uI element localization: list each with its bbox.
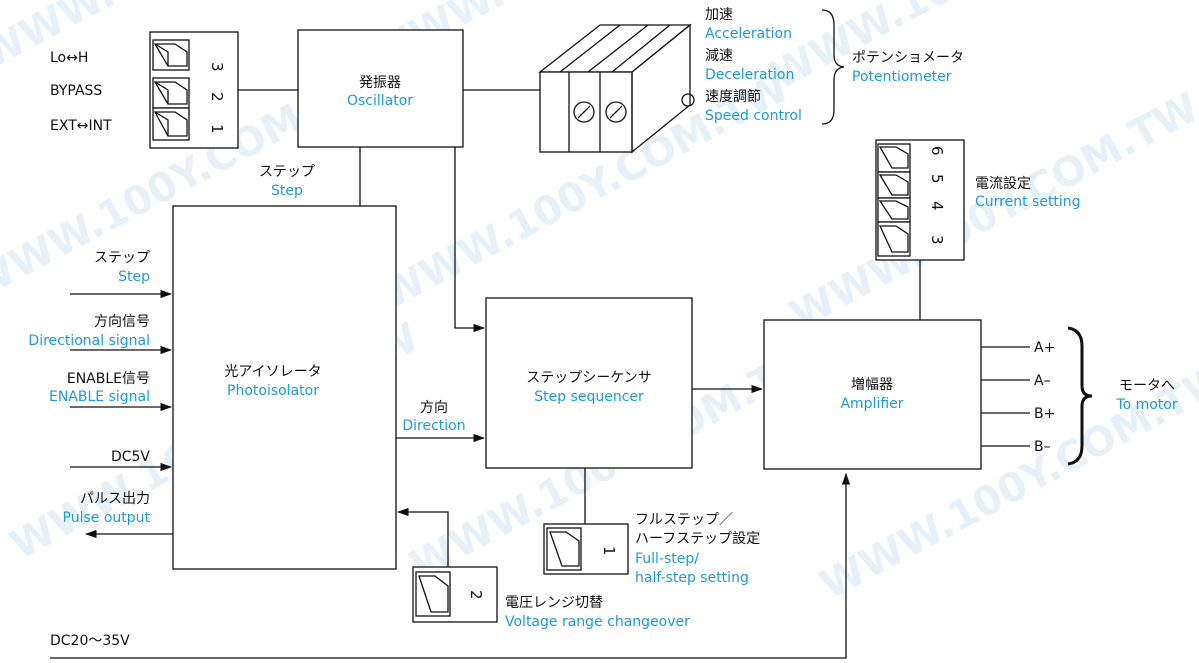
- input-step-en: Step: [118, 269, 150, 285]
- direction-label-en: Direction: [402, 418, 465, 434]
- watermark: WWW.100Y.COM.TW: [783, 85, 1199, 339]
- step-label-en: Step: [271, 183, 303, 199]
- current-switch-number: 4: [928, 201, 946, 211]
- photoisolator-label-en: Photoisolator: [227, 383, 319, 399]
- input-direction-en: Directional signal: [28, 333, 150, 349]
- sequencer-label-jp: ステップシーケンサ: [526, 370, 652, 386]
- switch-toggle: [152, 77, 190, 109]
- fullstep-switch-number: 1: [600, 546, 618, 556]
- input-step-jp: ステップ: [94, 250, 150, 266]
- switch-toggle: [152, 39, 190, 71]
- switch-number: 1: [208, 124, 226, 134]
- input-enable-jp: ENABLE信号: [67, 371, 150, 387]
- pulse-output-en: Pulse output: [63, 510, 151, 526]
- current-switch-number: 5: [928, 174, 946, 184]
- switch-label-ext-int: EXT↔INT: [50, 118, 112, 134]
- current-label-en: Current setting: [975, 194, 1081, 210]
- input-direction-jp: 方向信号: [94, 314, 150, 330]
- current-label-jp: 電流設定: [975, 176, 1031, 192]
- output-brace: [1067, 326, 1093, 466]
- speed-label-en: Speed control: [705, 108, 802, 124]
- switch-number: 2: [208, 92, 226, 102]
- output-b-plus: B+: [1034, 406, 1055, 422]
- voltage-label-en: Voltage range changeover: [505, 614, 690, 630]
- output-a-plus: A+: [1034, 340, 1055, 356]
- input-dc5v: DC5V: [111, 449, 150, 465]
- step-label-jp: ステップ: [259, 164, 315, 180]
- fullstep-label-en-2: half-step setting: [635, 570, 749, 586]
- potentiometer-brace: [821, 9, 845, 125]
- input-enable-en: ENABLE signal: [49, 389, 150, 405]
- potentiometer-block: [538, 23, 695, 154]
- fullstep-label-en-1: Full-step/: [635, 551, 699, 567]
- speed-label-jp: 速度調節: [705, 88, 761, 105]
- voltage-label-jp: 電圧レンジ切替: [505, 595, 603, 611]
- pulse-output-jp: パルス出力: [80, 491, 150, 507]
- accel-label-jp: 加速: [705, 7, 733, 23]
- photoisolator-label-jp: 光アイソレータ: [224, 364, 321, 380]
- decel-label-en: Deceleration: [705, 67, 794, 83]
- direction-label-jp: 方向: [420, 400, 448, 416]
- watermark: WWW.100Y.COM.TW: [763, 0, 1186, 99]
- switch-number: 3: [208, 62, 226, 72]
- output-b-minus: B–: [1034, 439, 1051, 455]
- switch-label-bypass: BYPASS: [50, 83, 102, 99]
- decel-label-jp: 減速: [705, 47, 733, 64]
- amplifier-block: [763, 319, 982, 470]
- amplifier-label-en: Amplifier: [840, 396, 903, 412]
- current-switch: 6 5 4 3: [875, 139, 965, 261]
- current-switch-number: 3: [928, 235, 946, 245]
- output-a-minus: A–: [1034, 373, 1051, 389]
- fullstep-switch: 1: [543, 523, 629, 575]
- amplifier-label-jp: 増幅器: [851, 377, 893, 393]
- to-motor-jp: モータへ: [1119, 378, 1175, 394]
- oscillator-block: [297, 29, 464, 148]
- switch-toggle: [152, 107, 190, 141]
- current-switch-number: 6: [928, 146, 946, 156]
- mode-switch: 3 2 1: [149, 31, 239, 149]
- oscillator-label-en: Oscillator: [347, 93, 413, 109]
- voltage-switch: 2: [412, 566, 498, 623]
- dc-supply-label: DC20～35V: [50, 633, 130, 649]
- accel-label-en: Acceleration: [705, 26, 792, 42]
- fullstep-label-jp-1: フルステップ／: [635, 512, 733, 528]
- potentiometer-label-jp: ポテンショメータ: [852, 50, 964, 66]
- oscillator-label-jp: 発振器: [359, 75, 401, 91]
- potentiometer-label-en: Potentiometer: [852, 69, 952, 85]
- to-motor-en: To motor: [1115, 397, 1177, 413]
- voltage-switch-number: 2: [467, 590, 485, 600]
- fullstep-label-jp-2: ハーフステップ設定: [635, 531, 760, 547]
- switch-label-lo-h: Lo↔H: [50, 50, 88, 66]
- step-sequencer-block: [485, 297, 693, 469]
- photoisolator-block: [172, 205, 397, 570]
- sequencer-label-en: Step sequencer: [534, 389, 644, 405]
